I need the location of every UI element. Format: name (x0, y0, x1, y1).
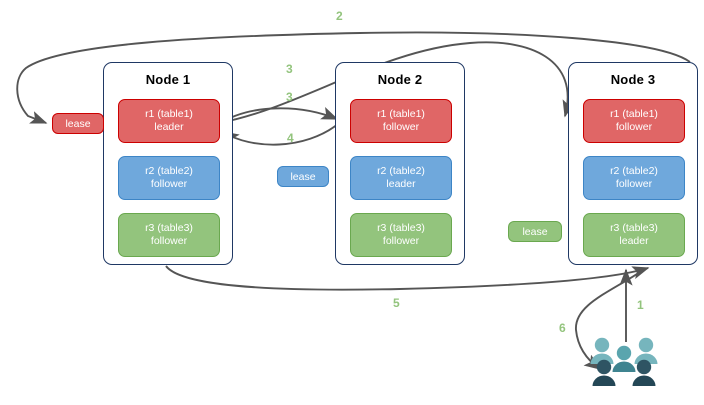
edge-step-3-node1-to-node2 (218, 106, 339, 125)
replica-name: r2 (table2) (610, 165, 658, 177)
replica-name: r2 (table2) (145, 165, 193, 177)
step-label-6: 6 (559, 321, 566, 335)
node-title: Node 2 (377, 72, 423, 87)
replica-chip-node2-r1[interactable]: r1 (table1) follower (350, 99, 452, 143)
replica-name: r3 (table3) (377, 222, 425, 234)
users-group-icon (590, 337, 658, 386)
replica-role: follower (382, 235, 420, 247)
step-label-2: 2 (336, 9, 343, 23)
replica-name: r1 (table1) (145, 108, 193, 120)
replica-chip-node1-r2[interactable]: r2 (table2) follower (118, 156, 220, 200)
replica-role: follower (150, 235, 188, 247)
replica-role: follower (382, 121, 420, 133)
replica-name: r1 (table1) (377, 108, 425, 120)
edge-step-5-node1-to-node3 (165, 265, 650, 291)
replica-chip-node2-r3[interactable]: r3 (table3) follower (350, 213, 452, 257)
replica-name: r3 (table3) (145, 222, 193, 234)
node-card-node-3[interactable]: Node 3 r1 (table1) follower r2 (table2) … (568, 62, 698, 265)
step-label-1: 1 (637, 298, 644, 312)
lease-chip-node3[interactable]: lease (508, 221, 562, 242)
replica-name: r1 (table1) (610, 108, 658, 120)
node-title: Node 3 (610, 72, 656, 87)
step-label-3-upper: 3 (286, 62, 293, 76)
step-label-4: 4 (287, 131, 294, 145)
replica-role: leader (154, 121, 184, 133)
edge-step-4-node2-to-node1 (221, 123, 339, 146)
node-card-node-2[interactable]: Node 2 r1 (table1) follower r2 (table2) … (335, 62, 465, 265)
lease-chip-node2[interactable]: lease (277, 166, 329, 187)
replica-chip-node3-r2[interactable]: r2 (table2) follower (583, 156, 685, 200)
node-card-node-1[interactable]: Node 1 r1 (table1) leader r2 (table2) fo… (103, 62, 233, 265)
replica-role: follower (150, 178, 188, 190)
replica-chip-node1-r3[interactable]: r3 (table3) follower (118, 213, 220, 257)
replica-name: r2 (table2) (377, 165, 425, 177)
replica-role: follower (615, 178, 653, 190)
step-label-3-lower: 3 (286, 90, 293, 104)
lease-chip-node1[interactable]: lease (52, 113, 104, 134)
replica-chip-node3-r3[interactable]: r3 (table3) leader (583, 213, 685, 257)
replica-chip-node2-r2[interactable]: r2 (table2) leader (350, 156, 452, 200)
step-label-5: 5 (393, 296, 400, 310)
replica-chip-node3-r1[interactable]: r1 (table1) follower (583, 99, 685, 143)
replica-role: follower (615, 121, 653, 133)
replica-role: leader (386, 178, 416, 190)
replica-name: r3 (table3) (610, 222, 658, 234)
replica-role: leader (619, 235, 649, 247)
replica-chip-node1-r1[interactable]: r1 (table1) leader (118, 99, 220, 143)
node-title: Node 1 (145, 72, 191, 87)
